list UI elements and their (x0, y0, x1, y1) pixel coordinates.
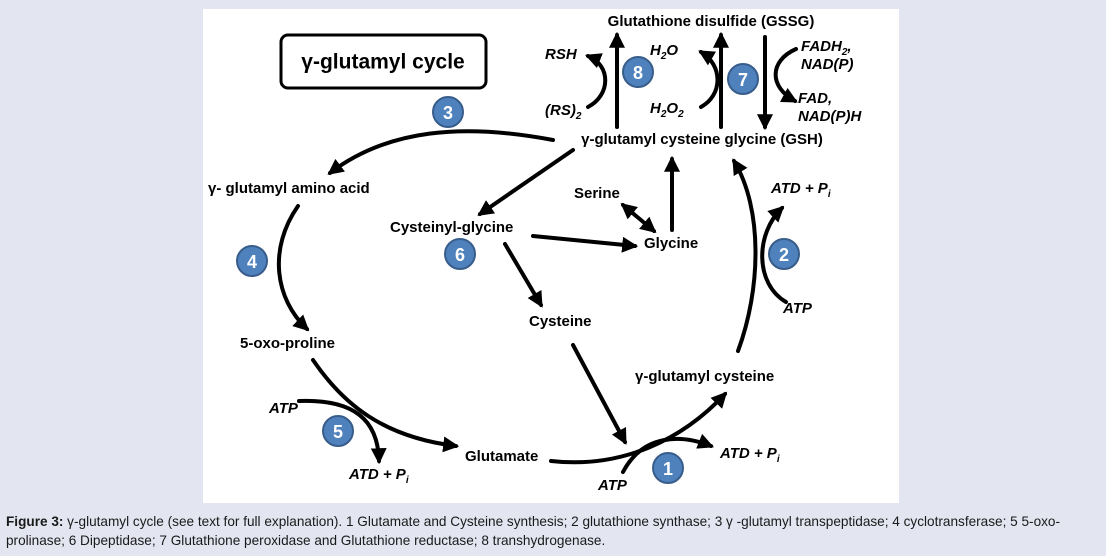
cysteine-label: Cysteine (529, 313, 592, 330)
step-badge-3: 3 (432, 96, 464, 128)
oxoproline-label: 5-oxo-proline (240, 335, 335, 352)
step-badge-7: 7 (727, 63, 759, 95)
svg-text:7: 7 (738, 70, 748, 90)
caption-label: Figure 3: (6, 514, 64, 529)
svg-text:8: 8 (633, 63, 643, 83)
h2o-label: H2O (650, 42, 678, 62)
title-text: γ-glutamyl cycle (301, 51, 464, 74)
arrow-gsh-to-cysteinyl-glycine (477, 148, 575, 216)
arrow-fadh2-to-fad (773, 47, 798, 103)
gamma-glutamyl-amino-acid-label: γ- glutamyl amino acid (208, 180, 370, 197)
arrow-atp-to-atd-step1 (621, 433, 714, 474)
atd-pi-label-step1: ATD + Pi (719, 445, 780, 465)
gsh-label: γ-glutamyl cysteine glycine (GSH) (581, 131, 823, 148)
atp-label-step2: ATP (782, 300, 813, 317)
svg-text:5: 5 (333, 422, 343, 442)
gamma-glutamyl-cycle-diagram: γ-glutamyl cycle Glutathione disulfide (… (208, 13, 862, 494)
cysteinyl-glycine-label: Cysteinyl-glycine (390, 219, 513, 236)
title-box: γ-glutamyl cycle (279, 33, 488, 90)
arrow-h2o2-to-h2o (698, 50, 720, 109)
svg-text:1: 1 (663, 459, 673, 479)
glycine-label: Glycine (644, 235, 698, 252)
step-badge-6: 6 (444, 238, 476, 270)
fad-label: FAD, (798, 90, 832, 107)
arrow-atp-to-atd-step2 (760, 205, 788, 304)
atp-label-step5: ATP (268, 400, 299, 417)
step-badge-5: 5 (322, 415, 354, 447)
arrow-cysteinyl-glycine-to-glycine (531, 234, 639, 253)
arrow-amino-acid-to-oxoproline (276, 204, 310, 332)
glutamate-label: Glutamate (465, 448, 538, 465)
arrow-atp-to-atd-step5 (297, 398, 387, 465)
h2o2-label: H2O2 (650, 100, 684, 120)
svg-text:6: 6 (455, 245, 465, 265)
step-badge-8: 8 (622, 56, 654, 88)
step-badge-1: 1 (652, 452, 684, 484)
atd-pi-label-step5: ATD + Pi (348, 466, 409, 486)
svg-text:2: 2 (779, 245, 789, 265)
arrow-oxoproline-to-glutamate (311, 358, 460, 453)
arrow-cysteinyl-glycine-to-cysteine (503, 242, 543, 308)
rs2-label: (RS)2 (545, 102, 582, 122)
gssg-label: Glutathione disulfide (GSSG) (608, 13, 815, 30)
arrow-rs2-to-rsh (585, 53, 608, 109)
gamma-glutamyl-cysteine-label: γ-glutamyl cysteine (635, 368, 774, 385)
svg-text:4: 4 (247, 252, 257, 272)
nadph-label: NAD(P)H (798, 108, 862, 125)
caption-text: γ-glutamyl cycle (see text for full expl… (6, 514, 1061, 548)
figure-caption: Figure 3: γ-glutamyl cycle (see text for… (6, 512, 1100, 550)
atd-pi-label-step2: ATD + Pi (770, 180, 831, 200)
arrow-serine-glycine (620, 202, 657, 234)
fadh2-label: FADH2, (801, 38, 852, 58)
arrow-cysteine-to-gg-cysteine (571, 343, 627, 445)
rsh-label: RSH (545, 46, 578, 63)
diagram-panel: γ-glutamyl cycle Glutathione disulfide (… (203, 9, 899, 503)
step-badge-4: 4 (236, 245, 268, 277)
serine-label: Serine (574, 185, 620, 202)
arrow-gg-cysteine-to-gsh (732, 158, 758, 353)
atp-label-step1: ATP (597, 477, 628, 494)
arrow-gsh-to-amino-acid (327, 129, 555, 175)
step-badge-2: 2 (768, 238, 800, 270)
svg-text:3: 3 (443, 103, 453, 123)
nadp-label: NAD(P) (801, 56, 854, 73)
